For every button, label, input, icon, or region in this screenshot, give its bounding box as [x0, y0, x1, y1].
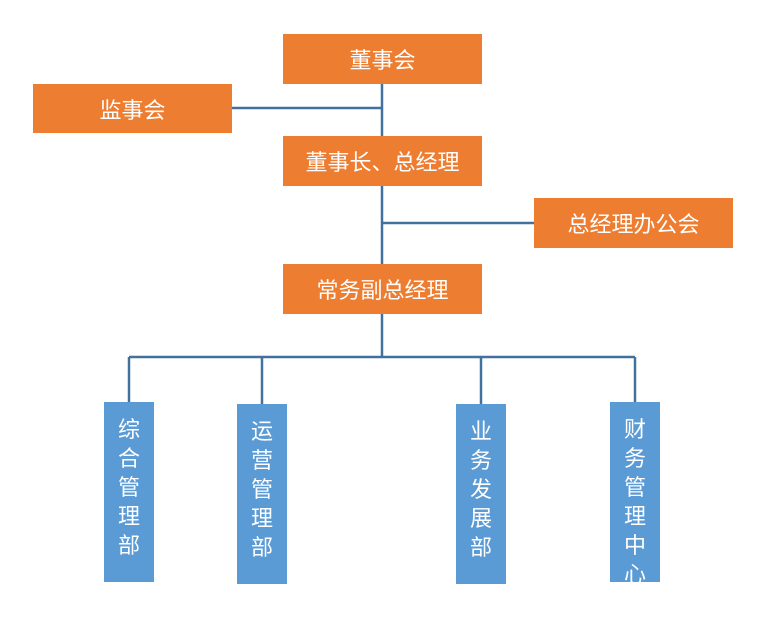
- department-box-operations-management: 运营管理部: [237, 404, 287, 584]
- department-label-general-management: 综合管理部: [117, 418, 140, 559]
- department-label-finance-center: 财务管理中心: [623, 418, 646, 588]
- department-label-business-development: 业务发展部: [469, 420, 492, 561]
- department-box-finance-center: 财务管理中心: [610, 402, 660, 588]
- executive-vice-gm-label: 常务副总经理: [316, 279, 449, 304]
- executive-vice-gm-box: 常务副总经理: [283, 264, 482, 314]
- department-box-general-management: 综合管理部: [104, 402, 154, 582]
- board-of-supervisors-box: 监事会: [33, 84, 232, 133]
- chairman-gm-label: 董事长、总经理: [305, 151, 460, 176]
- department-box-business-development: 业务发展部: [456, 404, 506, 584]
- chairman-gm-box: 董事长、总经理: [283, 136, 482, 186]
- department-label-operations-management: 运营管理部: [250, 420, 273, 561]
- gm-office-meeting-label: 总经理办公会: [567, 213, 700, 238]
- gm-office-meeting-box: 总经理办公会: [534, 198, 733, 248]
- board-of-directors-box: 董事会: [283, 34, 482, 84]
- board-of-supervisors-label: 监事会: [99, 98, 166, 124]
- board-of-directors-label: 董事会: [349, 49, 416, 74]
